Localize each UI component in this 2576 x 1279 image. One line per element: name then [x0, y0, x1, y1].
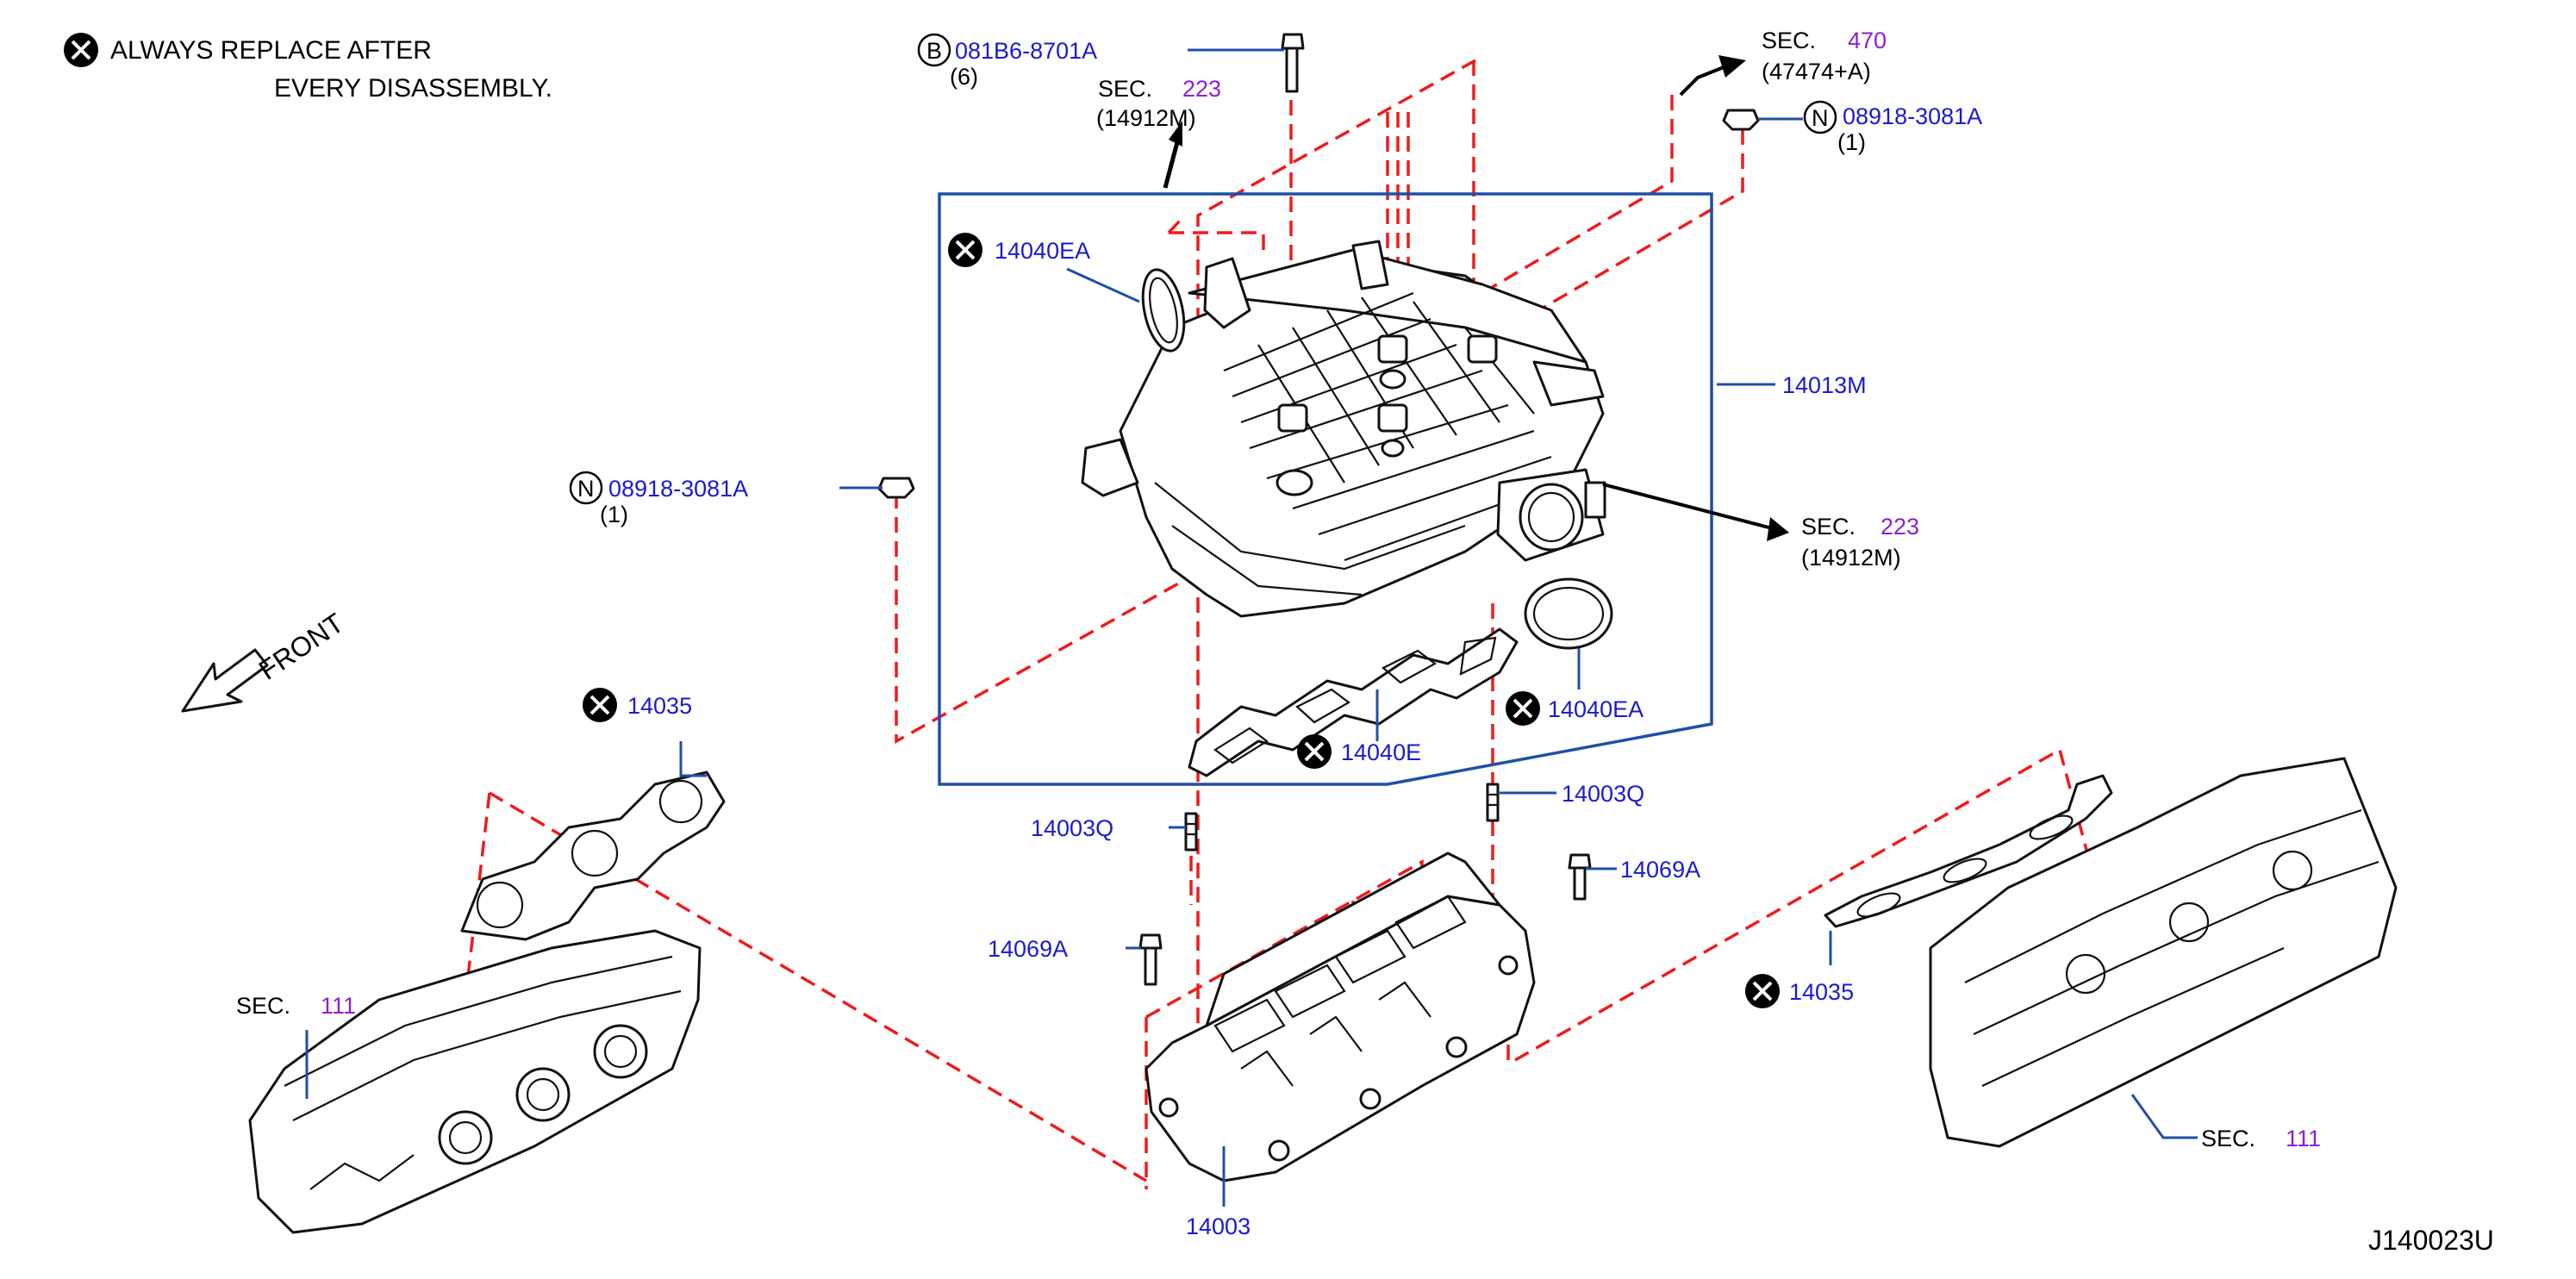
leader-lines: [305, 48, 2198, 1207]
bolt-14069A-left-icon: [1138, 933, 1163, 986]
stud-14003Q-right-icon: [1486, 783, 1500, 822]
nut-symbol-left: N: [569, 471, 603, 505]
replace-x-icon: [948, 233, 982, 267]
front-arrow-icon: [181, 648, 269, 713]
label-08918-3081A-top-qty: (1): [1837, 129, 1866, 155]
bolt-symbol: B: [917, 33, 951, 67]
gasket-14035-right: [1824, 774, 2113, 928]
replace-x-icon: [1745, 974, 1780, 1008]
label-14035-left: 14035: [627, 693, 692, 719]
nut-left-icon: [877, 477, 915, 499]
gasket-14040EA-top: [1141, 268, 1186, 353]
bolt-14069A-right-icon: [1568, 853, 1592, 901]
svg-text:111: 111: [321, 993, 356, 1019]
cylinder-head-right: [1929, 757, 2398, 1148]
sec-470: SEC. 470 (47474+A): [1762, 28, 1887, 84]
nut-top-right-icon: [1722, 109, 1760, 131]
label-08918-3081A-left-qty: (1): [600, 502, 628, 527]
svg-text:SEC.: SEC.: [1762, 28, 1816, 53]
gasket-14040EA-bottom: [1524, 577, 1613, 650]
collector-assembly-box: [938, 192, 1713, 786]
svg-text:223: 223: [1881, 514, 1919, 540]
sec-111-left: SEC. 111: [236, 993, 356, 1019]
replace-x-icon: [583, 688, 617, 722]
svg-text:N: N: [1812, 105, 1829, 131]
lower-intake-manifold: [1145, 852, 1536, 1182]
replace-x-icon: [1506, 691, 1540, 726]
label-14035-right: 14035: [1789, 979, 1854, 1005]
svg-text:SEC.: SEC.: [236, 993, 290, 1019]
label-08918-3081A-left: 08918-3081A: [608, 476, 748, 502]
figure-id: J140023U: [2368, 1225, 2494, 1256]
svg-text:SEC.: SEC.: [1801, 514, 1856, 540]
gasket-14035-left: [460, 771, 726, 941]
sec-111-right: SEC. 111: [2201, 1126, 2321, 1151]
label-14013M: 14013M: [1782, 372, 1867, 398]
label-081B6-qty: (6): [950, 64, 978, 90]
sec-223-right: SEC. 223 (14912M): [1801, 514, 1919, 571]
svg-text:470: 470: [1848, 28, 1887, 53]
svg-text:B: B: [926, 38, 942, 64]
arrow-right-icon: [1767, 517, 1789, 541]
replace-markers: [583, 233, 1780, 1008]
svg-text:223: 223: [1182, 76, 1221, 102]
gasket-14040E: [1188, 627, 1519, 777]
replace-note-line2: EVERY DISASSEMBLY.: [274, 74, 552, 103]
svg-text:SEC.: SEC.: [2201, 1126, 2255, 1151]
label-081B6-8701A: 081B6-8701A: [955, 38, 1097, 64]
sec-223-top: SEC. 223 (14912M): [1096, 76, 1221, 131]
replace-x-icon-cross: [71, 40, 91, 60]
nut-symbol-top-right: N: [1803, 100, 1837, 134]
intake-collector: [1081, 240, 1606, 618]
label-14003: 14003: [1186, 1213, 1251, 1239]
svg-text:(14912M): (14912M): [1801, 545, 1901, 571]
label-14069A-left: 14069A: [988, 936, 1068, 962]
front-label: FRONT: [253, 607, 349, 685]
label-14040EA-top: 14040EA: [995, 238, 1090, 264]
svg-text:(47474+A): (47474+A): [1762, 59, 1871, 84]
svg-text:(14912M): (14912M): [1096, 105, 1196, 131]
svg-text:111: 111: [2286, 1126, 2321, 1151]
label-14003Q-left: 14003Q: [1031, 815, 1113, 841]
svg-text:SEC.: SEC.: [1098, 76, 1152, 102]
bolt-081B6-8701A-icon: [1281, 33, 1305, 93]
label-14069A-right: 14069A: [1620, 857, 1700, 883]
replace-x-icon: [1297, 734, 1332, 769]
cylinder-head-left: [248, 929, 702, 1234]
front-indicator: FRONT: [181, 607, 349, 713]
svg-text:N: N: [577, 476, 595, 502]
label-14040E: 14040E: [1341, 739, 1421, 765]
label-08918-3081A-top: 08918-3081A: [1843, 103, 1982, 129]
arrow-up-icon: [1169, 121, 1182, 147]
replace-note-line1: ALWAYS REPLACE AFTER: [110, 36, 432, 65]
label-14040EA-bottom: 14040EA: [1548, 696, 1644, 722]
replace-note: ALWAYS REPLACE AFTER EVERY DISASSEMBLY.: [64, 33, 552, 103]
arrow-up-right-icon: [1718, 55, 1746, 78]
label-14003Q-right: 14003Q: [1562, 781, 1644, 807]
section-arrows: [1163, 55, 1789, 541]
stud-14003Q-left-icon: [1184, 812, 1198, 852]
